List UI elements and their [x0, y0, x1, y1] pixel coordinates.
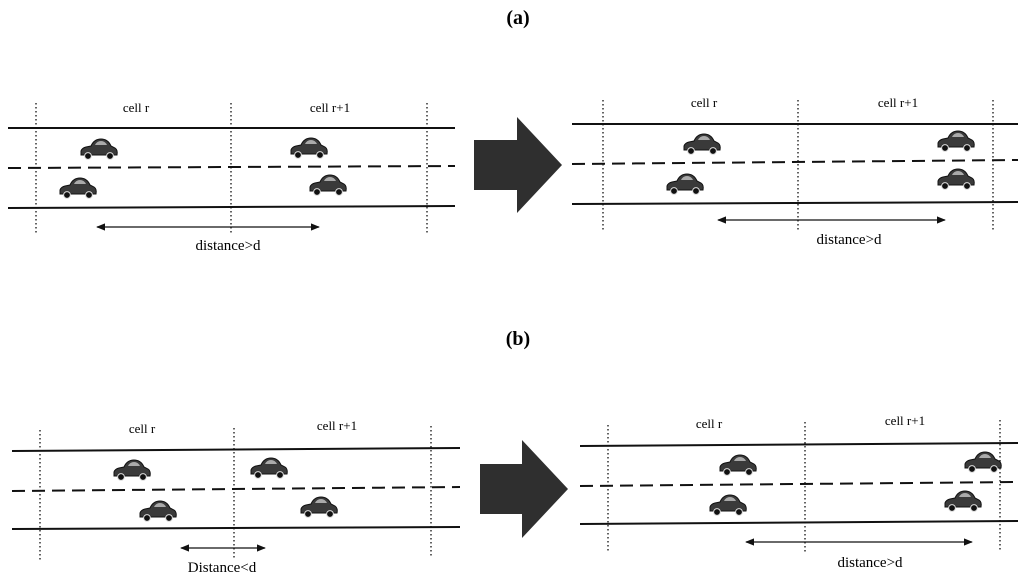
car-icon: [964, 451, 1002, 473]
car-icon: [709, 494, 747, 516]
panel-a-label: (a): [506, 7, 529, 29]
panel-b-label: (b): [506, 328, 530, 350]
cell-r-plus-1-label: cell r+1: [317, 418, 357, 433]
arrow-right-icon: [474, 117, 562, 213]
car-icon: [139, 500, 177, 522]
panel-a-right-road: cell r cell r+1 distance>d: [571, 95, 1019, 248]
lane-divider: [579, 481, 1019, 487]
cell-r-label: cell r: [129, 421, 156, 436]
road-edge-bottom: [11, 526, 461, 530]
car-icon: [719, 454, 757, 476]
car-icon: [113, 459, 151, 481]
cell-r-label: cell r: [696, 416, 723, 431]
car-icon: [80, 138, 118, 160]
cell-r-label: cell r: [691, 95, 718, 110]
car-icon: [59, 177, 97, 199]
lane-divider: [571, 159, 1019, 165]
car-icon: [309, 174, 347, 196]
road-edge-bottom: [571, 201, 1019, 205]
car-icon: [666, 173, 704, 195]
lane-divider: [11, 486, 461, 492]
road-edge-top: [579, 442, 1019, 447]
car-icon: [937, 168, 975, 190]
cell-r-plus-1-label: cell r+1: [310, 100, 350, 115]
panel-b-left-road: cell r cell r+1 Distance<d: [11, 418, 461, 576]
car-icon: [300, 496, 338, 518]
cell-r-label: cell r: [123, 100, 150, 115]
car-icon: [290, 137, 328, 159]
panel-a-left-road: cell r cell r+1 distance>d: [7, 100, 456, 254]
road-edge-top: [11, 447, 461, 452]
arrow-right-icon: [480, 440, 568, 538]
distance-label: Distance<d: [188, 560, 257, 576]
distance-label: distance>d: [195, 238, 261, 254]
cell-r-plus-1-label: cell r+1: [885, 413, 925, 428]
road-edge-bottom: [579, 520, 1019, 525]
panel-b-right-road: cell r cell r+1 distance>d: [579, 413, 1019, 571]
distance-label: distance>d: [837, 555, 903, 571]
cell-r-plus-1-label: cell r+1: [878, 95, 918, 110]
distance-label: distance>d: [816, 232, 882, 248]
car-icon: [944, 490, 982, 512]
car-icon: [250, 457, 288, 479]
car-icon: [937, 130, 975, 152]
car-icon: [683, 133, 721, 155]
